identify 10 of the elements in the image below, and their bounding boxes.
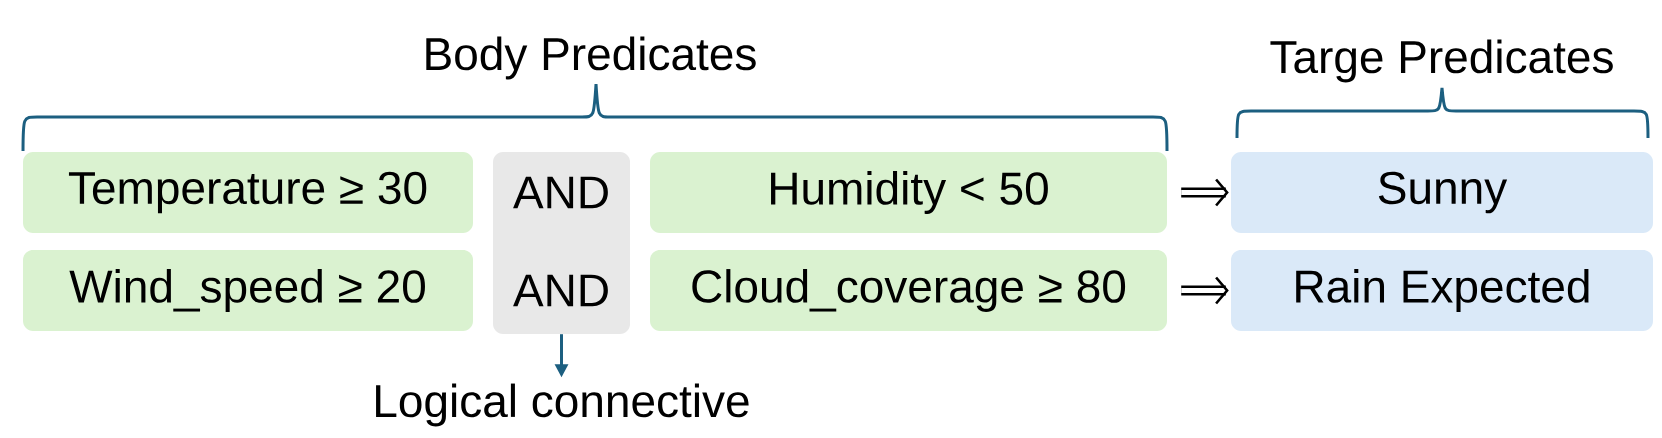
- result-box: Rain Expected: [1231, 250, 1653, 331]
- predicate-box: Cloud_coverage ≥ 80: [650, 250, 1167, 331]
- result-box: Sunny: [1231, 152, 1653, 233]
- annotation-text: Logical connective: [376, 383, 749, 427]
- group-heading: Body Predicates: [426, 36, 756, 80]
- group-heading: Targe Predicates: [1270, 39, 1613, 83]
- predicate-box: Humidity < 50: [650, 152, 1167, 233]
- predicate-box: Temperature ≥ 30: [23, 152, 473, 233]
- predicate-box: Wind_speed ≥ 20: [23, 250, 473, 331]
- connective-box: AND AND: [493, 152, 630, 334]
